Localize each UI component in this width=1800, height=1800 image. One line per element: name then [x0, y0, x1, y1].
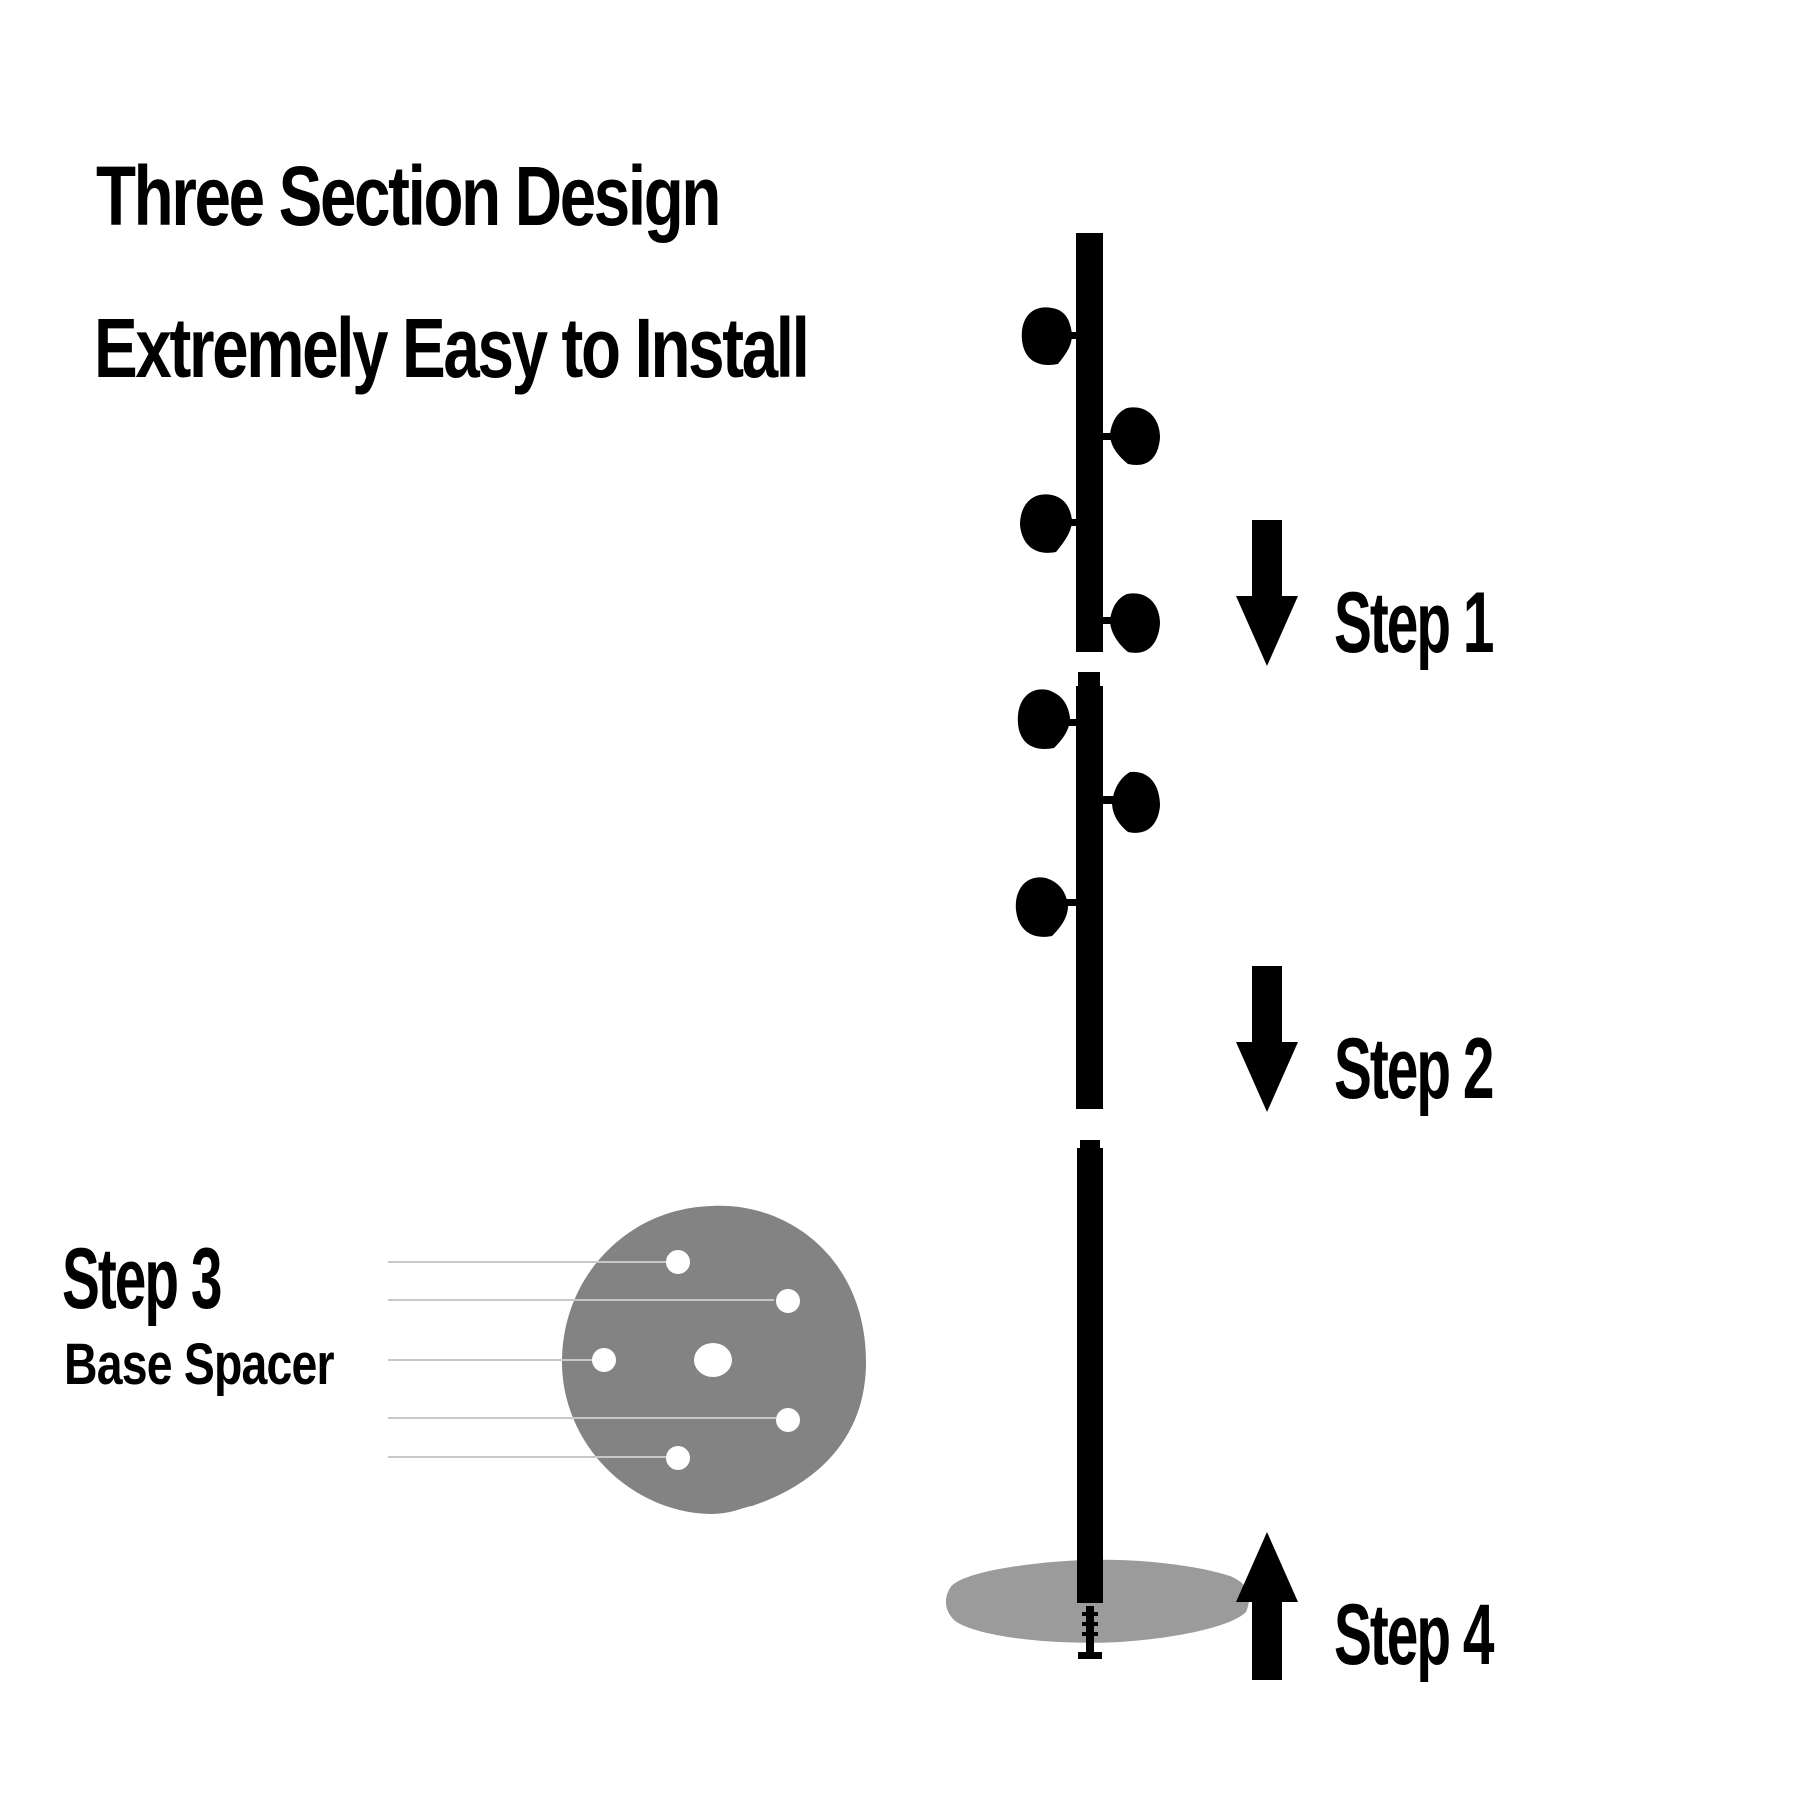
spacer-hole: [776, 1289, 800, 1313]
top-section-hook: [1101, 593, 1160, 653]
step-3-label: Step 3: [62, 1231, 222, 1327]
spacer-hole: [666, 1446, 690, 1470]
headline-line-2: Extremely Easy to Install: [94, 301, 810, 395]
step-2-label: Step 2: [1334, 1021, 1494, 1117]
leader-lines: [388, 1261, 776, 1458]
step-1-label: Step 1: [1334, 575, 1494, 671]
lower-pole-section: [1077, 1140, 1103, 1603]
middle-section-hook: [1017, 689, 1078, 749]
headline-line-1: Three Section Design: [96, 149, 721, 243]
step-4-label: Step 4: [1334, 1587, 1494, 1683]
middle-pole-section: [1015, 672, 1160, 1109]
top-section-hook: [1021, 307, 1078, 365]
top-pole-section: [1020, 233, 1160, 653]
top-section-hook: [1101, 407, 1160, 465]
lower-pole-shaft: [1077, 1148, 1103, 1603]
step-2-down-arrow: [1236, 966, 1298, 1112]
spacer-center-hole: [694, 1343, 732, 1377]
spacer-holes: [592, 1250, 800, 1470]
step-1-down-arrow: [1236, 520, 1298, 666]
bottom-screw: [1078, 1606, 1102, 1659]
middle-section-hook: [1015, 877, 1078, 937]
spacer-hole: [666, 1250, 690, 1274]
middle-section-hook: [1101, 771, 1160, 833]
base-spacer-label: Base Spacer: [64, 1332, 335, 1397]
middle-pole-shaft: [1076, 686, 1103, 1109]
spacer-hole: [592, 1348, 616, 1372]
top-section-hook: [1020, 494, 1078, 553]
step-4-up-arrow: [1236, 1532, 1298, 1680]
spacer-hole: [776, 1408, 800, 1432]
top-pole-shaft: [1076, 233, 1103, 652]
base-spacer: [388, 1205, 866, 1514]
